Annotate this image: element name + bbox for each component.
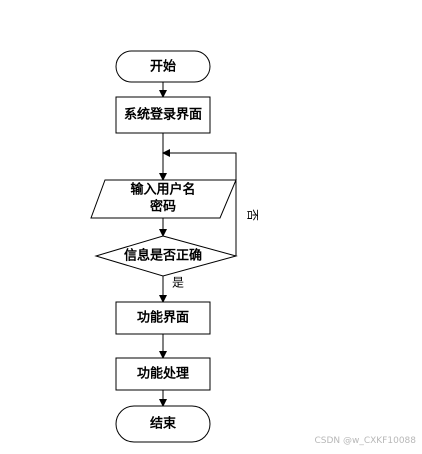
function-screen-box <box>115 301 211 335</box>
watermark: CSDN @w_CXKF10088 <box>314 436 416 446</box>
no-label: 否 <box>246 209 260 221</box>
yes-label: 是 <box>172 276 184 290</box>
input-credentials-parallelogram <box>90 179 237 219</box>
end-label: 结束 <box>150 416 177 432</box>
function-screen-label: 功能界面 <box>137 310 189 326</box>
decision-label: 信息是否正确 <box>124 248 202 264</box>
function-processing-label: 功能处理 <box>137 366 189 382</box>
function-processing-box <box>115 357 211 391</box>
login-screen-box <box>115 96 211 134</box>
arrow-decision-no-loop <box>162 149 237 256</box>
input-label-line2: 密码 <box>149 199 176 215</box>
start-label: 开始 <box>150 59 176 75</box>
input-label-line1: 输入用户名 <box>130 182 195 198</box>
end-terminal <box>115 405 211 443</box>
login-screen-label: 系统登录界面 <box>124 107 202 123</box>
